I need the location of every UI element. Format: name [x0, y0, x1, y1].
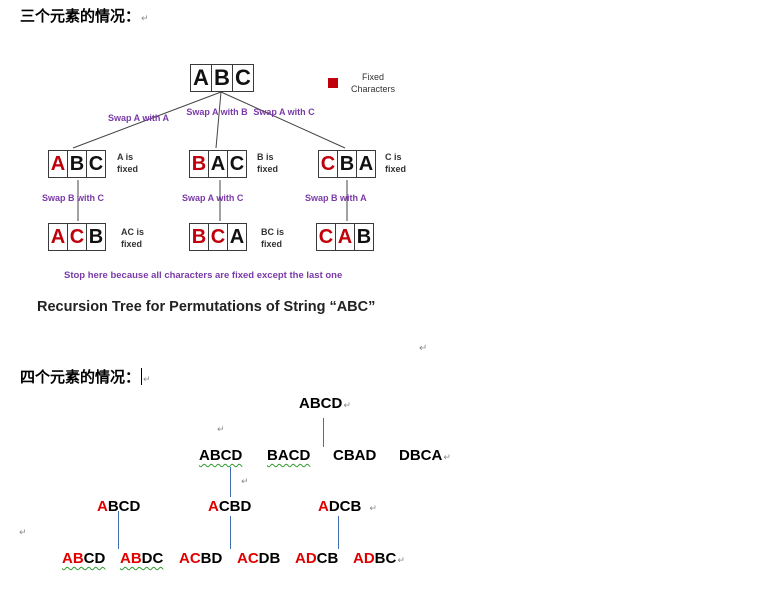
- swap-label-4: Swap B with C: [42, 193, 105, 203]
- swap-label-6: Swap B with A: [305, 193, 367, 203]
- heading-four-elements: 四个元素的情况：↵: [20, 368, 151, 386]
- level1-bacd: BACD: [267, 447, 311, 464]
- note-ac-fixed: AC is fixed: [121, 227, 145, 249]
- paragraph-mark: ↵: [241, 477, 249, 487]
- level3-adbc: ADBC↵: [353, 550, 405, 567]
- legend-red-square: [328, 78, 338, 88]
- paragraph-mark: ↵: [143, 375, 151, 385]
- level2-adcb: ADCB↵: [318, 498, 377, 515]
- connector-line: [338, 516, 339, 549]
- level3-acdb: ACDB: [237, 550, 281, 567]
- note-a-fixed: A is fixed: [117, 152, 139, 174]
- level2-box-acb: A C B: [48, 223, 106, 251]
- swap-label-3: Swap A with C: [253, 107, 315, 117]
- level1-box-bac: B A C: [189, 150, 247, 178]
- level2-abcd: ABCD: [97, 498, 141, 515]
- level3-abcd: ABCD: [62, 550, 106, 567]
- paragraph-mark: ↵: [141, 14, 149, 24]
- level3-adcb: ADCB: [295, 550, 339, 567]
- heading-three-elements: 三个元素的情况：↵: [20, 7, 149, 25]
- level3-abdc: ABDC: [120, 550, 164, 567]
- paragraph-mark: ↵: [217, 425, 225, 435]
- connector-line: [323, 418, 324, 447]
- connector-line: [230, 467, 231, 497]
- level1-dbca: DBCA↵: [399, 447, 451, 464]
- level3-acbd: ACBD: [179, 550, 223, 567]
- connector-line: [230, 516, 231, 549]
- root-abcd: ABCD↵: [299, 395, 351, 412]
- paragraph-mark: ↵: [343, 401, 351, 411]
- level1-cbad: CBAD: [333, 447, 377, 464]
- note-bc-fixed: BC is fixed: [261, 227, 285, 249]
- paragraph-mark: ↵: [19, 528, 27, 538]
- level2-acbd: ACBD: [208, 498, 252, 515]
- paragraph-mark: ↵: [419, 343, 428, 354]
- figure-caption: Recursion Tree for Permutations of Strin…: [37, 299, 376, 315]
- level2-box-bca: B C A: [189, 223, 247, 251]
- swap-label-2: Swap A with B: [186, 107, 248, 117]
- abcd-permutation-tree: ABCD↵ ↵ ABCD BACD CBAD DBCA↵ ↵ ABCD ACBD…: [0, 385, 767, 585]
- recursion-tree-figure: A B C Fixed Characters Swap A with A Swa…: [37, 64, 407, 315]
- tree-connectors: [72, 91, 348, 221]
- legend-label: Fixed Characters: [350, 72, 395, 94]
- text-cursor: [141, 368, 143, 385]
- paragraph-mark: ↵: [369, 504, 377, 514]
- swap-label-5: Swap A with C: [182, 193, 244, 203]
- paragraph-mark: ↵: [397, 556, 405, 566]
- note-b-fixed: B is fixed: [257, 152, 279, 174]
- root-box-abc: A B C: [190, 64, 254, 92]
- level2-box-cab: C A B: [316, 223, 374, 251]
- connector-line: [118, 511, 119, 549]
- paragraph-mark: ↵: [443, 453, 451, 463]
- note-c-fixed: C is fixed: [385, 152, 407, 174]
- level1-box-abc: A B C: [48, 150, 106, 178]
- level1-abcd: ABCD: [199, 447, 243, 464]
- stop-note: Stop here because all characters are fix…: [64, 270, 343, 281]
- level1-box-cba: C B A: [318, 150, 376, 178]
- swap-label-1: Swap A with A: [108, 113, 170, 123]
